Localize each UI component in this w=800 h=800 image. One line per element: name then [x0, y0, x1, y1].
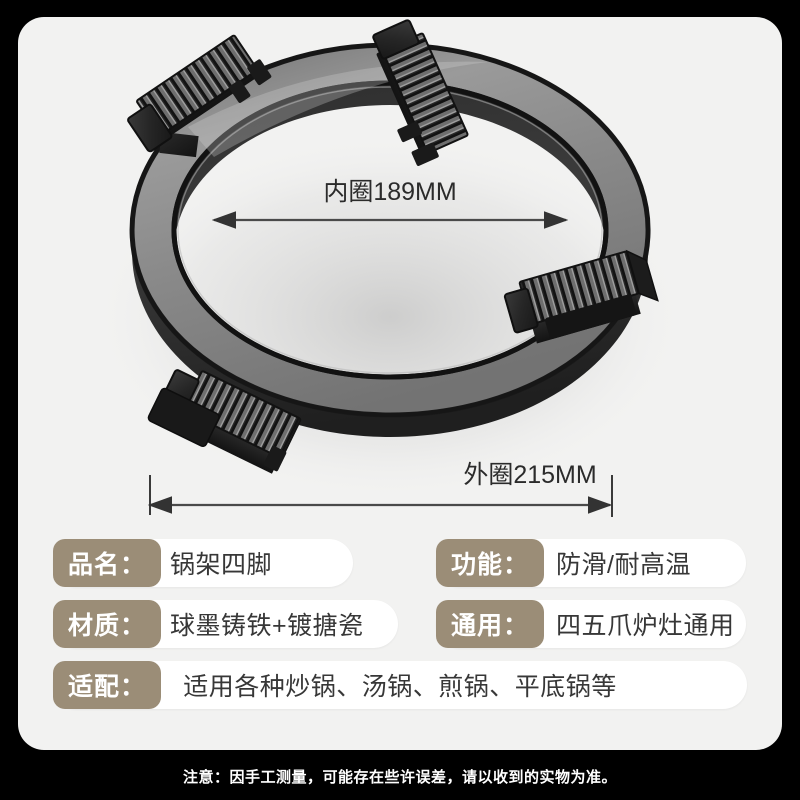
spec-table: 品名： 锅架四脚 功能： 防滑/耐高温 材质： 球墨铸铁+镀搪瓷	[18, 539, 782, 722]
dimension-inner: 内圈189MM	[211, 178, 569, 229]
spec-value: 四五爪炉灶通用	[556, 612, 735, 640]
foot-upper-right	[372, 19, 469, 166]
spec-value: 球墨铸铁+镀搪瓷	[170, 612, 364, 640]
spec-label-chip: 品名：	[53, 539, 161, 587]
spec-label-chip: 适配：	[53, 661, 161, 709]
spec-value: 适用各种炒锅、汤锅、煎锅、平底锅等	[183, 673, 617, 701]
product-illustration: 内圈189MM 外圈215MM	[18, 17, 782, 537]
spec-label-chip: 材质：	[53, 600, 161, 648]
dimension-outer-label: 外圈215MM	[463, 461, 596, 489]
spec-pill	[53, 661, 747, 709]
spec-label-chip: 功能：	[436, 539, 544, 587]
spec-label-chip: 通用：	[436, 600, 544, 648]
foot-lower-left	[147, 369, 302, 474]
measurement-disclaimer-note: 注意：因手工测量，可能存在些许误差，请以收到的实物为准。	[0, 752, 800, 800]
spec-value: 防滑/耐高温	[556, 551, 691, 579]
spec-row-fitment: 适用各种炒锅、汤锅、煎锅、平底锅等 适配：	[18, 661, 782, 709]
spec-row: 材质： 球墨铸铁+镀搪瓷 通用： 四五爪炉灶通用	[18, 600, 782, 648]
dimension-outer: 外圈215MM	[147, 461, 613, 517]
dimension-inner-label: 内圈189MM	[323, 178, 456, 206]
foot-upper-left	[127, 34, 272, 158]
product-card: 内圈189MM 外圈215MM 品名： 锅架四脚	[18, 17, 782, 750]
spec-row: 品名： 锅架四脚 功能： 防滑/耐高温	[18, 539, 782, 587]
spec-value: 锅架四脚	[170, 551, 273, 579]
foot-right	[503, 249, 659, 344]
